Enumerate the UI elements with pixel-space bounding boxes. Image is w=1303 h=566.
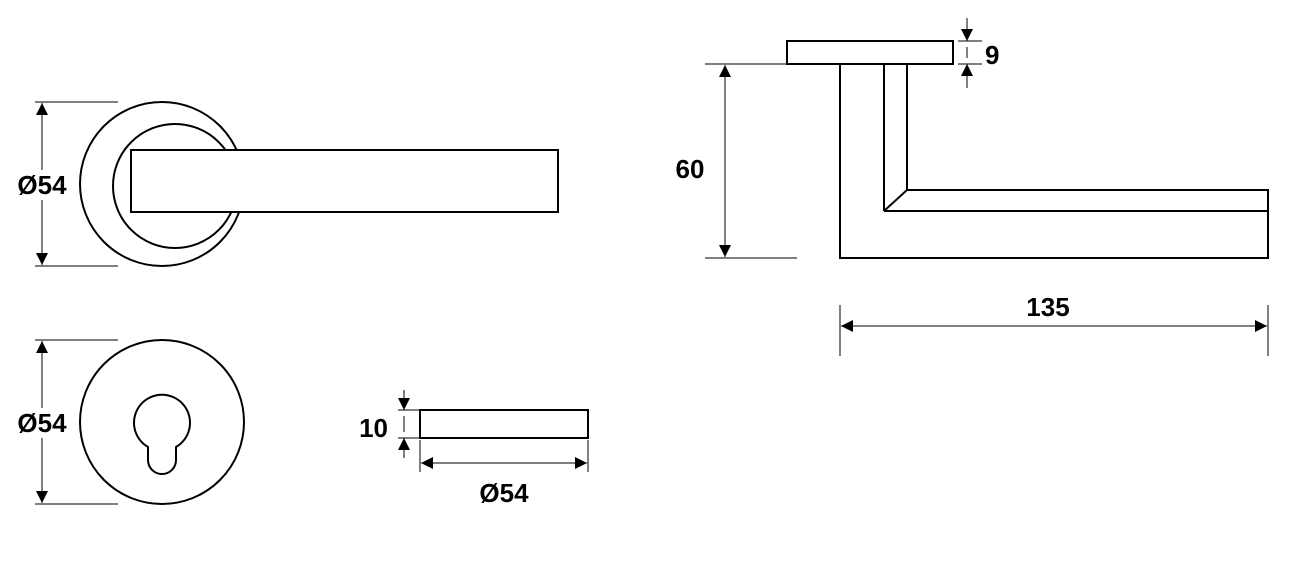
keyhole-profile-cylinder — [133, 393, 191, 475]
dim-label-escutcheon-thickness: 10 — [359, 413, 388, 443]
dim-label-handle-length: 135 — [1026, 292, 1069, 322]
escutcheon-side-view: 10 Ø54 — [359, 390, 589, 508]
rosette-side-outline — [786, 40, 954, 65]
side-view-lever: 9 60 135 — [676, 18, 1269, 356]
escutcheon-outline — [79, 339, 245, 505]
dim-label-escutcheon-side-diameter: Ø54 — [479, 478, 529, 508]
dim-label-handle-projection: 60 — [676, 154, 705, 184]
escutcheon-side-outline — [419, 409, 589, 439]
escutcheon-front-view: Ø54 — [17, 339, 245, 505]
dim-label-rosette-diameter: Ø54 — [17, 170, 67, 200]
front-view-lever: Ø54 — [17, 101, 559, 267]
dim-label-rosette-thickness: 9 — [985, 40, 999, 70]
dim-label-escutcheon-diameter: Ø54 — [17, 408, 67, 438]
lever-side-outline — [839, 64, 1269, 259]
lever-outline — [130, 149, 559, 213]
